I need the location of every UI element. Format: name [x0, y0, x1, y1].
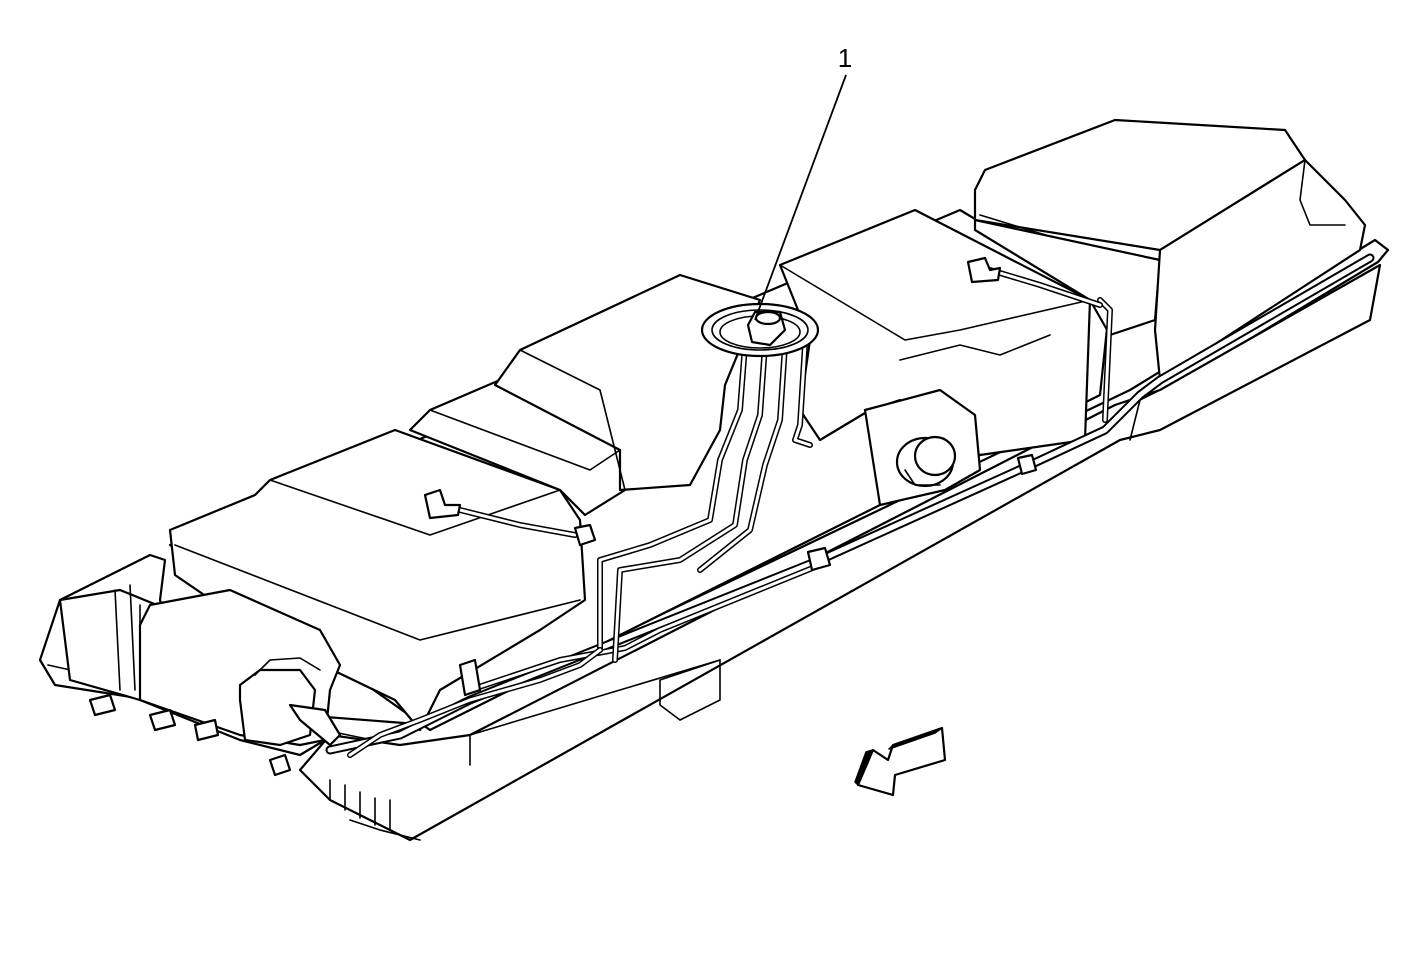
- filler-neck-port: [895, 435, 957, 488]
- callout-1-leader-line: [754, 74, 847, 321]
- front-direction-arrow-icon: [854, 726, 947, 797]
- fuel-pump-module: [700, 302, 820, 358]
- front-brackets: [88, 693, 342, 777]
- line-clips: [423, 256, 1038, 697]
- callout-1-number: 1: [838, 43, 852, 73]
- pump-module-lines: [347, 267, 1103, 758]
- callout-1: 1: [754, 43, 852, 321]
- fuel-tank-body: [168, 118, 1367, 732]
